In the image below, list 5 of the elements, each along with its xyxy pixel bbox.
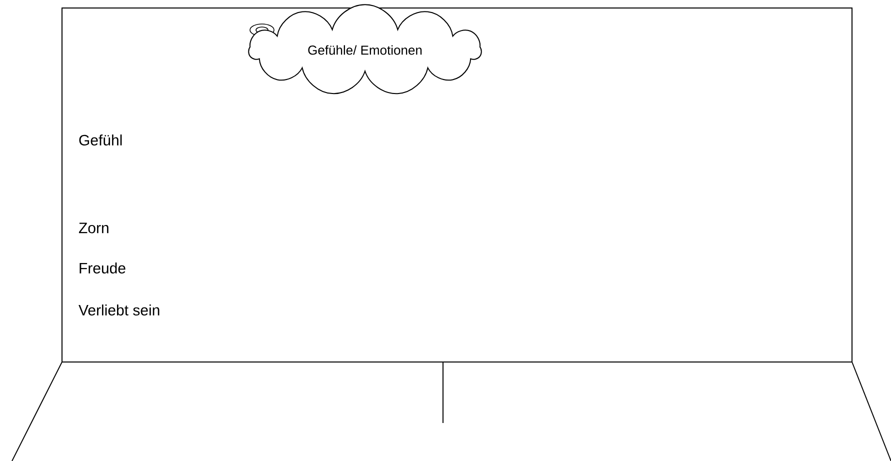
thought-cloud: Gefühle/ Emotionen [248, 4, 482, 94]
label-text: Verliebt sein [78, 304, 160, 316]
label-text: Freude [80, 262, 126, 274]
label-text: Gefühl [79, 134, 122, 146]
label-text: Zorn [78, 222, 108, 234]
